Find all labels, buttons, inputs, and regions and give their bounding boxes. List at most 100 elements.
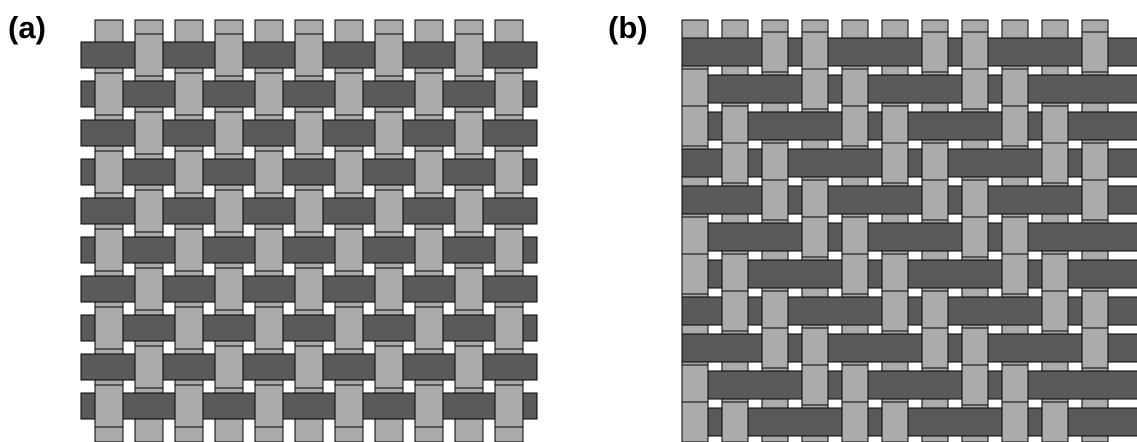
warp-crossing — [922, 180, 948, 220]
warp-crossing — [922, 291, 948, 331]
weft-yarn — [682, 38, 1137, 66]
warp-crossing — [215, 268, 243, 310]
weft-yarn — [81, 315, 537, 341]
warp-crossing — [722, 106, 748, 146]
warp-crossing — [415, 151, 443, 193]
warp-crossing — [495, 385, 523, 427]
warp-crossing — [882, 143, 908, 183]
warp-crossing — [682, 365, 708, 405]
warp-crossing — [375, 112, 403, 154]
warp-crossing — [255, 385, 283, 427]
warp-crossing — [682, 69, 708, 109]
warp-crossing — [495, 229, 523, 271]
warp-crossing — [762, 328, 788, 368]
warp-crossing — [922, 143, 948, 183]
warp-crossing — [1002, 69, 1028, 109]
warp-crossing — [255, 73, 283, 115]
warp-crossing — [762, 143, 788, 183]
plain-weave-diagram — [0, 0, 560, 442]
warp-crossing — [1082, 328, 1108, 368]
warp-crossing — [95, 73, 123, 115]
warp-crossing — [135, 268, 163, 310]
twill-weave-diagram — [568, 0, 1137, 442]
warp-crossing — [922, 32, 948, 72]
weft-yarn — [682, 371, 1137, 399]
warp-crossing — [215, 34, 243, 76]
weft-yarn — [682, 112, 1137, 140]
warp-crossing — [415, 73, 443, 115]
warp-crossing — [1042, 402, 1068, 442]
weft-yarn — [682, 334, 1137, 362]
weft-yarn — [682, 223, 1137, 251]
warp-crossing — [802, 69, 828, 109]
warp-crossing — [802, 32, 828, 72]
warp-crossing — [335, 151, 363, 193]
warp-crossing — [722, 291, 748, 331]
warp-crossing — [1082, 180, 1108, 220]
warp-crossing — [415, 229, 443, 271]
weft-yarn — [682, 186, 1137, 214]
warp-crossing — [722, 402, 748, 442]
warp-crossing — [762, 32, 788, 72]
warp-crossing — [1042, 254, 1068, 294]
warp-crossing — [962, 365, 988, 405]
warp-crossing — [295, 346, 323, 388]
weft-yarn — [682, 149, 1137, 177]
warp-crossing — [1042, 291, 1068, 331]
warp-crossing — [295, 34, 323, 76]
weft-yarn — [81, 393, 537, 419]
warp-crossing — [495, 307, 523, 349]
warp-crossing — [455, 346, 483, 388]
warp-crossing — [1002, 217, 1028, 257]
warp-crossing — [842, 365, 868, 405]
warp-crossing — [335, 229, 363, 271]
warp-crossing — [375, 346, 403, 388]
warp-crossing — [842, 217, 868, 257]
warp-crossing — [882, 291, 908, 331]
warp-crossing — [455, 112, 483, 154]
warp-crossing — [882, 106, 908, 146]
warp-crossing — [1002, 106, 1028, 146]
warp-crossing — [842, 69, 868, 109]
warp-crossing — [1082, 32, 1108, 72]
warp-crossing — [802, 217, 828, 257]
warp-crossing — [762, 180, 788, 220]
warp-crossing — [922, 328, 948, 368]
warp-crossing — [135, 190, 163, 232]
warp-crossing — [175, 73, 203, 115]
warp-crossing — [682, 217, 708, 257]
warp-crossing — [1002, 402, 1028, 442]
warp-crossing — [175, 151, 203, 193]
warp-crossing — [455, 268, 483, 310]
weft-yarn — [81, 159, 537, 185]
warp-crossing — [455, 190, 483, 232]
warp-crossing — [295, 112, 323, 154]
warp-crossing — [762, 291, 788, 331]
warp-crossing — [682, 402, 708, 442]
warp-crossing — [335, 73, 363, 115]
warp-crossing — [722, 143, 748, 183]
warp-crossing — [882, 254, 908, 294]
warp-crossing — [95, 229, 123, 271]
warp-crossing — [682, 106, 708, 146]
warp-crossing — [842, 254, 868, 294]
warp-crossing — [295, 268, 323, 310]
warp-crossing — [375, 268, 403, 310]
warp-crossing — [375, 190, 403, 232]
warp-crossing — [255, 229, 283, 271]
warp-crossing — [722, 254, 748, 294]
warp-crossing — [962, 32, 988, 72]
weft-yarn — [682, 260, 1137, 288]
warp-crossing — [1082, 291, 1108, 331]
warp-crossing — [95, 151, 123, 193]
warp-crossing — [962, 217, 988, 257]
warp-crossing — [842, 106, 868, 146]
warp-crossing — [495, 73, 523, 115]
warp-crossing — [95, 385, 123, 427]
weft-yarn — [682, 75, 1137, 103]
warp-crossing — [1042, 106, 1068, 146]
warp-crossing — [1042, 143, 1068, 183]
warp-crossing — [415, 385, 443, 427]
warp-crossing — [135, 112, 163, 154]
warp-crossing — [95, 307, 123, 349]
